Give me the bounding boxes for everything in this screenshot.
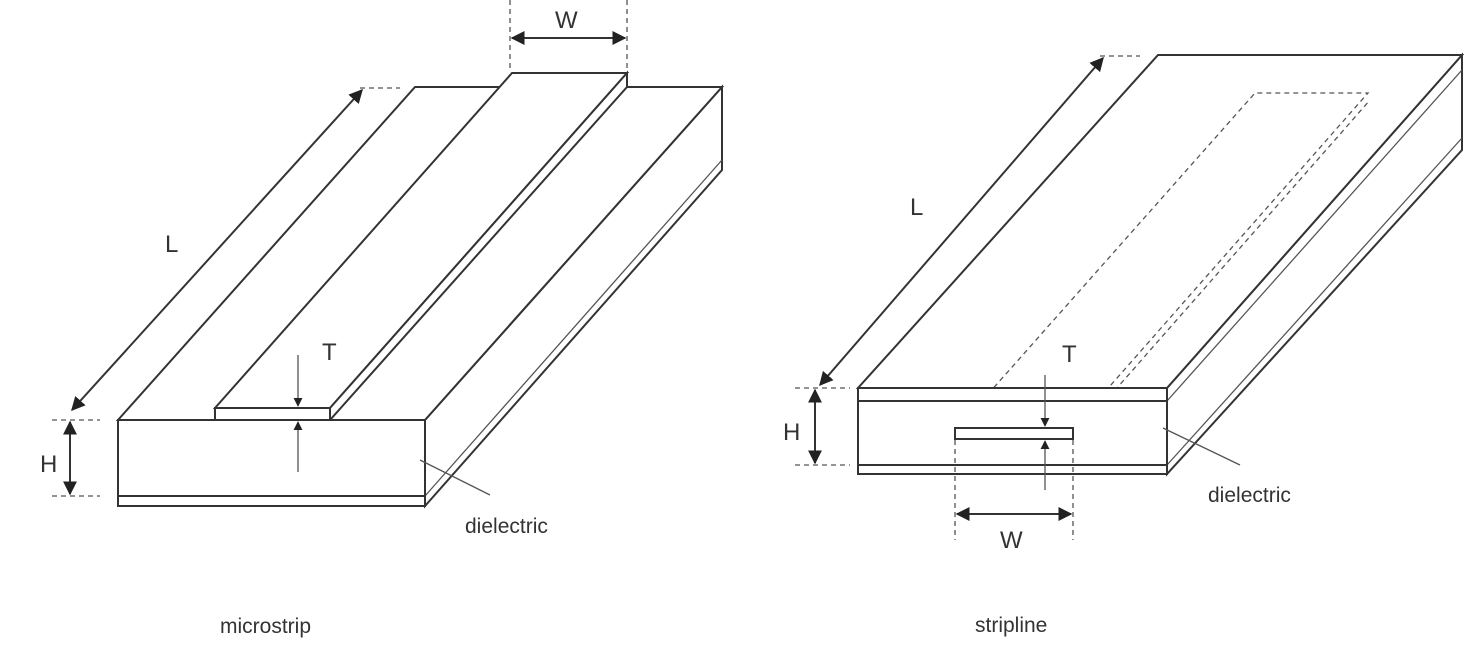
microstrip-thickness-label: T <box>322 339 337 366</box>
microstrip-figure: W L H T dielectric microstrip <box>40 0 725 638</box>
stripline-length-label: L <box>910 194 923 221</box>
stripline-dielectric-label: dielectric <box>1208 484 1291 507</box>
stripline-figure: W L H T dielectric stripline <box>783 52 1465 637</box>
stripline-thickness-label: T <box>1062 341 1077 368</box>
microstrip-dielectric-label: dielectric <box>465 515 548 538</box>
stripline-caption: stripline <box>975 614 1047 637</box>
microstrip-width-label: W <box>555 7 578 34</box>
microstrip-caption: microstrip <box>220 615 311 638</box>
microstrip-conductor-front <box>214 407 331 421</box>
microstrip-front-face <box>117 419 426 507</box>
microstrip-height-label: H <box>40 451 57 478</box>
stripline-height-label: H <box>783 419 800 446</box>
microstrip-length-label: L <box>165 231 178 258</box>
stripline-width-label: W <box>1000 527 1023 554</box>
stripline-conductor <box>954 427 1074 440</box>
